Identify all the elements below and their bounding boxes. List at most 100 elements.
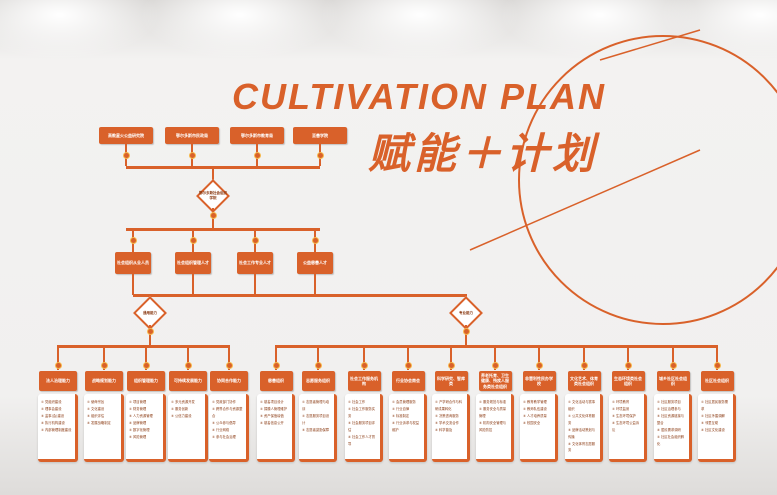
connector-line [407, 345, 409, 370]
connector-dot [624, 361, 632, 369]
title-english: CULTIVATION PLAN [232, 76, 606, 117]
professional-ability-box: 生态环境类社会组织 [611, 371, 645, 391]
ability-point: ④ 居民需求调研 [657, 427, 681, 432]
ability-point: ② 环境监测 [612, 406, 630, 411]
connector-line [150, 294, 466, 297]
ability-point: ⑤ 数字化管理 [129, 427, 150, 432]
ability-point: ① 多元资源开发 [171, 400, 195, 404]
connector-line [314, 274, 316, 295]
connector-line [145, 345, 147, 370]
ability-point: ② 社区矛盾调解 [701, 413, 725, 418]
ability-point: ④ 行业诉求与权益维护 [392, 420, 420, 432]
ability-point: ② 社会工作服务实务 [348, 406, 376, 418]
ability-point: ⑥ 风险管理 [129, 434, 147, 439]
ability-point: ④ 社会工作人才督导 [348, 434, 376, 446]
connector-dot [360, 361, 368, 369]
connector-line [363, 345, 365, 370]
ability-point: ① 产学研合作与科研成果转化 [435, 400, 463, 411]
connector-line [58, 345, 229, 348]
ability-point: ③ 资产保值增值 [260, 413, 284, 418]
general-ability-box: 战略规划能力 [85, 371, 123, 391]
talent-type-box: 社会组织从业人员 [115, 252, 151, 274]
connector-line [538, 345, 540, 370]
connector-dot [184, 361, 192, 369]
ability-point: ④ 品牌管理 [129, 420, 147, 425]
professional-ability-card: ① 产学研合作与科研成果转化 ② 决策咨询服务 ③ 学术交流合作 ④ 科学普及 [432, 394, 470, 462]
connector-line [212, 166, 214, 184]
connector-line [583, 345, 585, 370]
ability-point: ③ 社会服务项目评估 [348, 420, 376, 432]
connector-dot [146, 327, 154, 335]
title-chinese: 赋能＋计划 [368, 129, 599, 178]
ability-point: ③ 学术交流合作 [435, 420, 459, 425]
general-ability-box: 法人治理能力 [39, 371, 77, 391]
talent-type-box: 公益慈善人才 [297, 252, 333, 274]
connector-dot [188, 151, 196, 159]
ability-point: ② 理事会建设 [41, 406, 62, 411]
ability-point: ④ 生态环境公益诉讼 [612, 420, 640, 432]
connector-dot [225, 361, 233, 369]
connector-line [317, 345, 319, 370]
connector-line [228, 345, 230, 370]
ability-point: ② 跨界合作与资源整合 [212, 406, 243, 418]
connector-dot [122, 151, 130, 159]
connector-dot [535, 361, 543, 369]
ability-point: ③ 人力资源管理 [129, 413, 153, 418]
general-ability-box: 协同合作能力 [210, 371, 248, 391]
professional-ability-box: 慈善组织 [259, 371, 293, 391]
connector-line [103, 345, 105, 370]
ability-point: ③ 机构安全管理与风险防控 [479, 420, 507, 432]
connector-dot [316, 151, 324, 159]
decorative-circle [518, 35, 777, 325]
connector-dot [491, 361, 499, 369]
ability-point: ② 服务安全与质量管理 [479, 406, 507, 418]
connector-dot [189, 236, 197, 244]
connector-dot [580, 361, 588, 369]
connector-dot [314, 361, 322, 369]
ability-point: ④ 社区文化建设 [701, 427, 725, 432]
ability-point: ③ 人才培养质量 [523, 413, 547, 418]
ability-point: ④ 行业网络 [212, 427, 230, 432]
ability-point: ① 项目管理 [129, 400, 147, 404]
ability-point: ① 慈善项目设计 [260, 400, 284, 404]
connector-dot [253, 151, 261, 159]
professional-ability-box: 文化艺术、体育类社会组织 [567, 371, 601, 391]
top-org-box: 鄂尔多斯市教育局 [230, 127, 284, 144]
general-ability-box: 组织管理能力 [127, 371, 165, 391]
ability-point: ③ 监事(会)建设 [41, 413, 65, 418]
connector-line [494, 345, 496, 370]
connector-dot [462, 327, 470, 335]
connector-line [149, 325, 151, 345]
ability-point: ④ 文化体育志愿服务 [568, 441, 596, 453]
ability-point: ② 志愿服务项目设计 [302, 413, 330, 425]
connector-line [672, 345, 674, 370]
professional-ability-card: ① 志愿者管理与培训 ② 志愿服务项目设计 ③ 志愿者激励保障 [299, 394, 337, 462]
ability-point: ② 行业自律 [392, 406, 410, 411]
professional-ability-box: 行业协会商会 [391, 371, 425, 391]
connector-dot [713, 361, 721, 369]
connector-dot [54, 361, 62, 369]
ability-point: ③ 邻里互助 [701, 420, 719, 425]
ability-point: ③ 社区资源链接与整合 [657, 413, 685, 425]
ability-point: ① 志愿者管理与培训 [302, 400, 330, 411]
ability-point: ④ 科学普及 [435, 427, 453, 432]
ability-point: ② 捐赠人管理维护 [260, 406, 288, 411]
professional-ability-box: 养老托育、卫生健康、残疾人服务类社会组织 [478, 371, 512, 391]
connector-line [126, 228, 320, 231]
connector-dot [142, 361, 150, 369]
ability-point: ③ 志愿者激励保障 [302, 427, 330, 432]
connector-dot [404, 361, 412, 369]
ability-point: ② 财务管理 [129, 406, 147, 411]
ability-point: ③ 生态环境保护 [612, 413, 636, 418]
connector-line [450, 345, 452, 370]
connector-line [716, 345, 718, 370]
ability-point: ③ 公众参与倡导 [212, 420, 236, 425]
ability-point: ② 决策咨询服务 [435, 413, 459, 418]
connector-dot [447, 361, 455, 369]
ability-point: ② 社区治理参与 [657, 406, 681, 411]
top-org-box: 高教星火公益研究院 [99, 127, 153, 144]
